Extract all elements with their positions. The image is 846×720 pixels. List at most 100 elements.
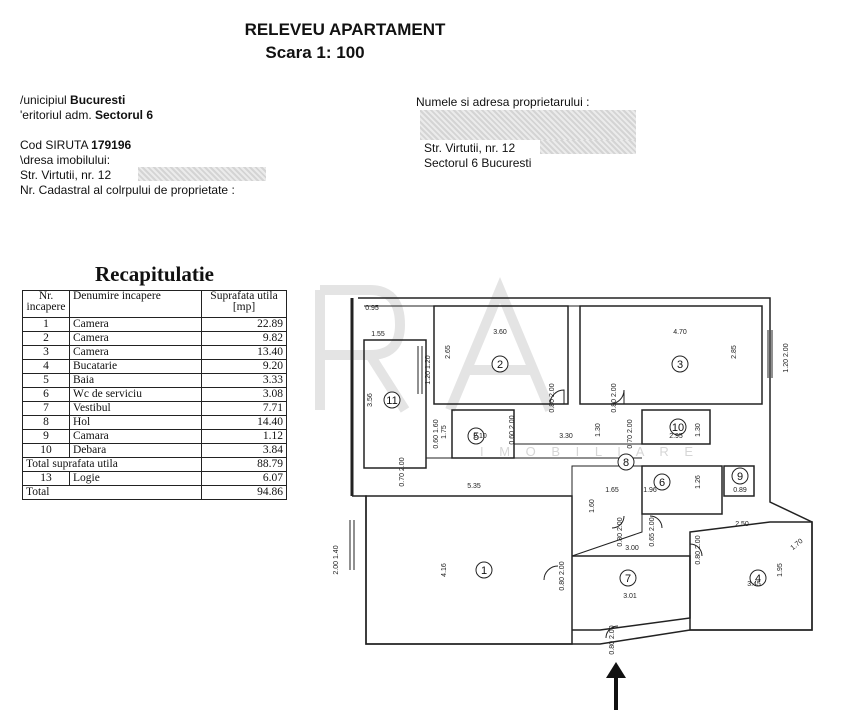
adresa-label: \dresa imobilului: [20,153,111,167]
dimension-label: 0.80 2.00 [617,517,624,546]
room-number-circle [669,418,687,436]
room-number: 6 [659,477,665,489]
redacted-owner-2 [540,140,636,154]
recap-nr: 10 [22,443,70,458]
siruta-value: 179196 [91,138,132,152]
dimension-label: 1.30 [695,423,702,437]
dimension-label: 3.56 [367,393,374,407]
recap-nr: 6 [22,387,70,402]
dimension-label: 0.80 2.00 [611,383,618,412]
dimension-label: 3.45 [747,581,761,588]
adresa-strada: Str. Virtutii, nr. 12 [20,168,112,182]
recap-nr: 5 [22,373,70,388]
teritoriu-line: 'eritoriul adm. Sectorul 6 [20,108,153,123]
dimension-label: 0.70 2.00 [627,419,634,448]
room-number-circle [467,427,485,445]
recap-table: Nr. incapere Denumire incapere Suprafata… [22,290,287,500]
room-2-outline [433,305,569,405]
logie-nr: 13 [22,471,70,486]
total-label: Total [22,485,202,500]
recap-area: 7.71 [201,401,287,416]
dimension-label: 1.96 [643,487,657,494]
recap-area: 3.84 [201,443,287,458]
room-9-outline [723,465,755,497]
cadastral-label: Nr. Cadastral al colrpului de proprietat… [20,183,235,197]
dimension-label: 3.00 [625,545,639,552]
room-number-circle [491,355,509,373]
room-number: 7 [625,573,631,585]
recap-title: Recapitulatie [95,262,214,286]
dimension-label: 3.60 [493,329,507,336]
dimension-label: 1.20 2.00 [783,343,790,372]
recap-name: Camera [69,331,202,346]
dimension-label: 3.01 [623,593,637,600]
owner-label: Numele si adresa proprietarului : [416,95,590,109]
teritoriu-label: 'eritoriul adm. [20,108,95,122]
room-number-circle [617,453,635,471]
redacted-owner [420,110,636,140]
recap-nr: 7 [22,401,70,416]
recap-area: 9.20 [201,359,287,374]
logie-value: 6.07 [201,471,287,486]
recap-area: 22.89 [201,317,287,332]
municipiu-value: Bucuresti [70,93,126,107]
recap-nr: 9 [22,429,70,444]
total-utila-label: Total suprafata utila [22,457,202,472]
room-number: 3 [677,359,683,371]
recap-header-row: Nr. incapere Denumire incapere Suprafata… [22,290,287,318]
dimension-label: 0.95 [365,305,379,312]
dimension-label: 0.80 2.00 [549,383,556,412]
dimension-label: 2.00 1.40 [333,545,340,574]
total-utila-row: Total suprafata utila 88.79 [22,457,287,472]
dimension-label: 0.70 2.00 [399,457,406,486]
entrance-arrow-icon [606,662,626,710]
recap-name: Camera [69,317,202,332]
recap-nr: 8 [22,415,70,430]
room-number: 5 [473,431,479,443]
logie-name: Logie [69,471,202,486]
header-suprafata: Suprafata utila [mp] [201,290,287,318]
dimension-label: 4.16 [441,563,448,577]
recap-nr: 4 [22,359,70,374]
dimension-label: 3.30 [559,433,573,440]
recap-nr: 3 [22,345,70,360]
room-number-circle [671,355,689,373]
recap-nr: 1 [22,317,70,332]
dimension-label: 1.20 1.20 [425,355,432,384]
logie-row: 13 Logie 6.07 [22,471,287,486]
dimension-label: 0.60 2.00 [509,415,516,444]
dimension-label: 0.80 2.00 [609,625,616,654]
owner-sector: Sectorul 6 Bucuresti [424,156,532,170]
dimension-label: 1.75 [441,425,448,439]
total-value: 94.86 [201,485,287,500]
dimension-label: 2.85 [731,345,738,359]
room-4-outline [689,521,813,631]
dimension-label: 0.80 2.00 [559,561,566,590]
dimension-label: 4.70 [673,329,687,336]
recap-name: Baia [69,373,202,388]
recap-name: Hol [69,415,202,430]
recap-area: 3.08 [201,387,287,402]
room-number-circle [749,569,767,587]
room-10-outline [641,409,711,445]
room-number-circle [383,391,401,409]
dimension-label: 1.30 [595,423,602,437]
recap-name: Vestibul [69,401,202,416]
room-number: 1 [481,565,487,577]
document-title: RELEVEU APARTAMENT [244,20,446,39]
recap-name: Camera [69,345,202,360]
recap-name: Wc de serviciu [69,387,202,402]
recap-name: Debara [69,443,202,458]
recap-area: 9.82 [201,331,287,346]
dimension-label: 0.65 2.00 [649,517,656,546]
